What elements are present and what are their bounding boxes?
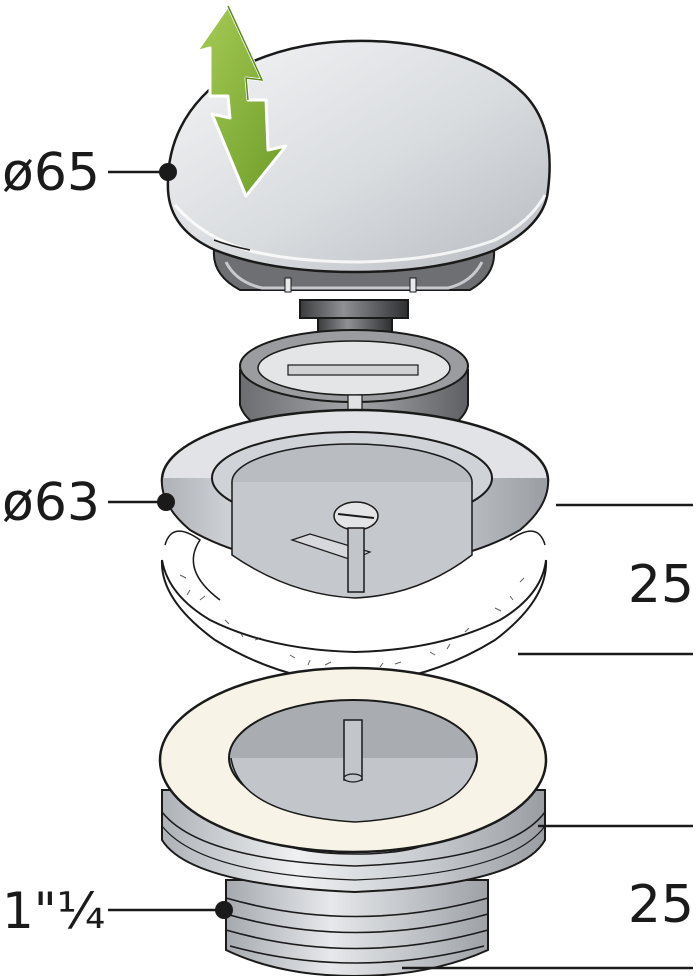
thread-size-label: 1"¼ bbox=[2, 882, 105, 940]
rubber-gasket bbox=[160, 530, 548, 686]
upper-height-value: 25 bbox=[628, 555, 694, 615]
upper-height-dimension: 25 bbox=[518, 503, 694, 656]
lower-height-value: 25 bbox=[628, 875, 694, 935]
thread-size-callout: 1"¼ bbox=[2, 882, 233, 940]
body-diameter-label: ø63 bbox=[2, 473, 100, 533]
lower-height-dimension: 25 bbox=[402, 824, 694, 970]
drain-body bbox=[158, 666, 548, 976]
cap-diameter-label: ø65 bbox=[2, 143, 100, 203]
drain-flange bbox=[160, 408, 550, 599]
body-diameter-callout: ø63 bbox=[2, 473, 175, 533]
up-down-arrow-icon bbox=[194, 4, 288, 198]
cap-diameter-callout: ø65 bbox=[2, 143, 177, 203]
